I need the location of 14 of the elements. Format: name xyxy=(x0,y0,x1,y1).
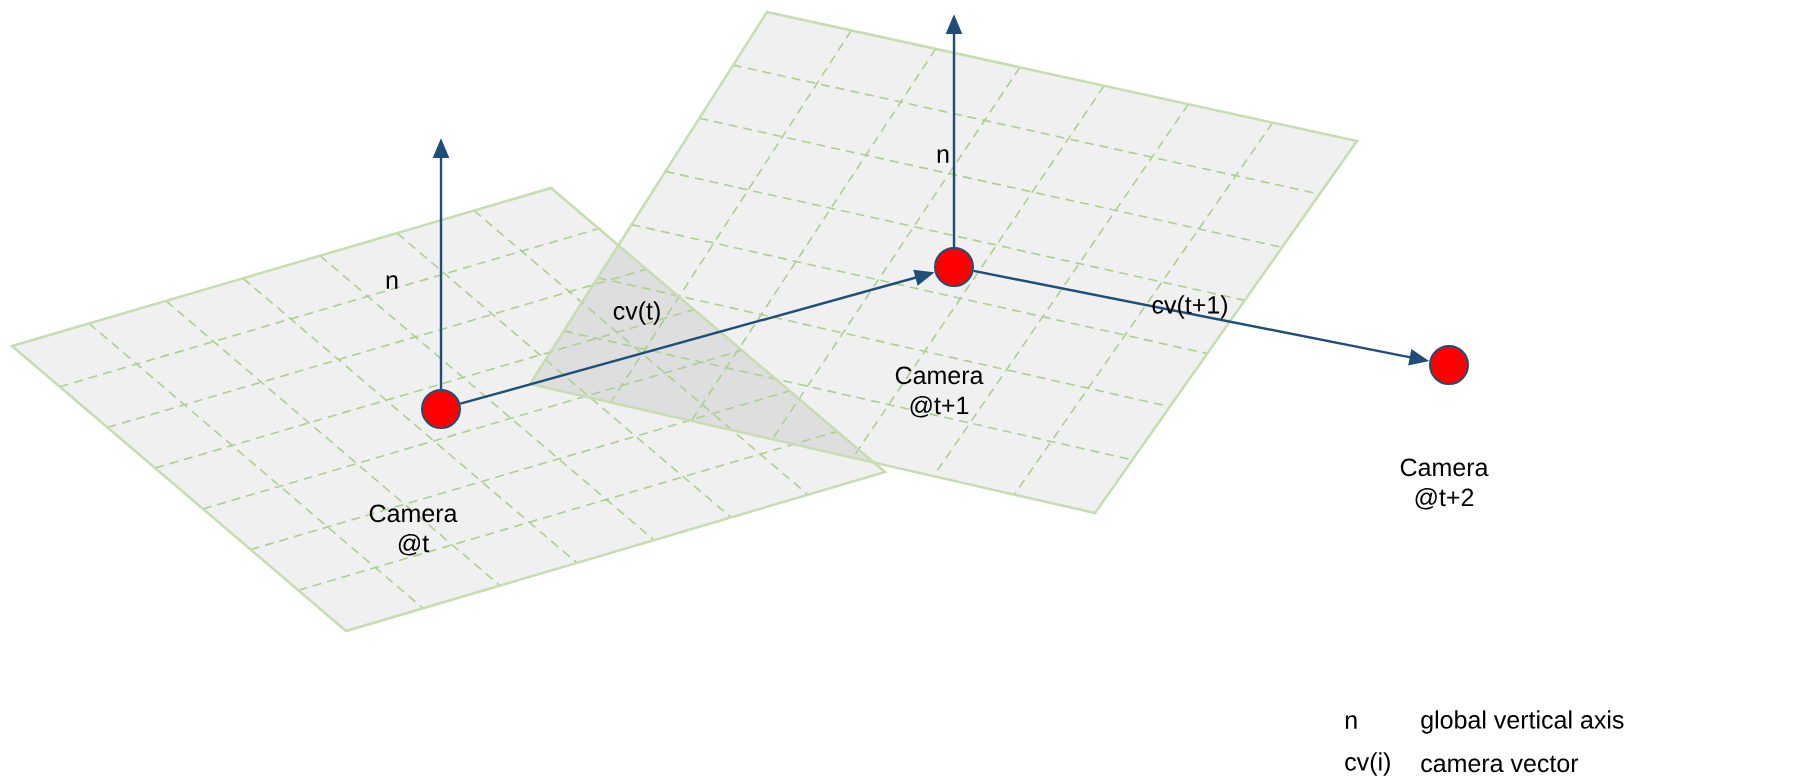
camera-label: Camera @t+1 xyxy=(895,366,984,418)
edge-label: cv(t+1) xyxy=(1152,295,1227,319)
camera-dot xyxy=(1429,345,1469,385)
legend-text: global vertical axis xyxy=(1421,710,1624,734)
camera-label: Camera @t xyxy=(369,504,458,556)
edge-label: cv(t) xyxy=(613,301,660,325)
legend-text: n xyxy=(1345,715,1357,729)
legend-text: cv(i) xyxy=(1345,752,1390,776)
camera-label: Camera @t+2 xyxy=(1400,458,1489,510)
edge-label: n xyxy=(386,275,398,289)
camera-dot xyxy=(421,389,461,429)
camera-dot xyxy=(934,247,974,287)
edge-label: n xyxy=(937,149,949,163)
legend-text: camera vector xyxy=(1421,755,1579,773)
